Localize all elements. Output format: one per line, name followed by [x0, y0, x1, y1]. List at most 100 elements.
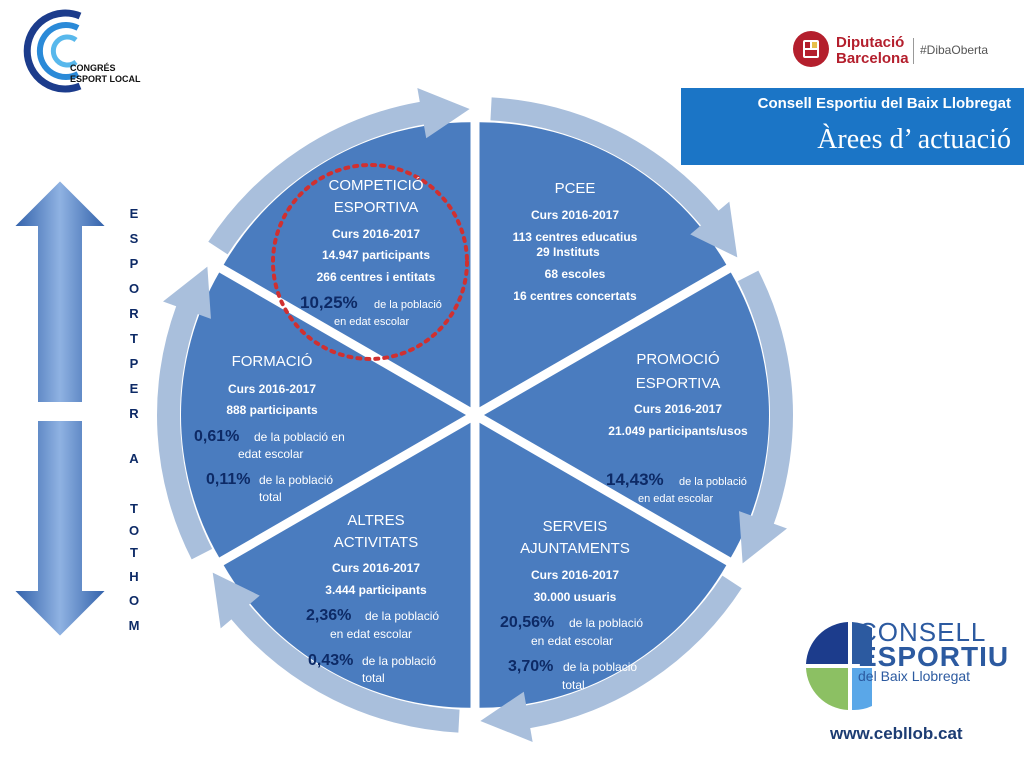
serveis-pct-2-text-2: total	[562, 678, 585, 692]
consell-esportiu-logo-icon	[806, 622, 872, 711]
vertical-letter: T	[130, 501, 138, 516]
segments-layer	[157, 88, 793, 742]
logo-divider	[913, 38, 914, 64]
formacio-pct-2-text: de la població	[259, 473, 333, 487]
promocio-participants: 21.049 participants/usos	[608, 424, 748, 438]
vertical-letter: E	[130, 381, 139, 396]
altres-pct-1: 2,36%	[306, 607, 351, 624]
arrow-up-icon	[10, 178, 110, 404]
congres-arc-outer	[23, 9, 82, 93]
altres-curs: Curs 2016-2017	[332, 561, 420, 575]
segment-altres	[223, 422, 471, 708]
congres-logo-line1: CONGRÉS	[70, 63, 116, 73]
highlight-circle	[271, 163, 469, 361]
diputacio-logo-line1: Diputació	[836, 34, 905, 51]
arrow-down-icon	[10, 419, 110, 639]
esport-per-tothom-column: E S P O R T P E R A T O T H O M	[10, 178, 140, 639]
vertical-letter: O	[129, 281, 139, 296]
competicio-title-2: ESPORTIVA	[334, 199, 418, 216]
diputacio-logo-line2: Barcelona	[836, 50, 909, 67]
altres-participants: 3.444 participants	[325, 583, 427, 597]
formacio-pct-2: 0,11%	[206, 471, 250, 488]
pcee-instituts: 29 Instituts	[536, 245, 600, 259]
formacio-participants: 888 participants	[226, 403, 318, 417]
altres-title-2: ACTIVITATS	[334, 534, 418, 551]
promocio-pct: 14,43%	[606, 470, 664, 489]
formacio-curs: Curs 2016-2017	[228, 382, 316, 396]
segment-formacio	[181, 272, 466, 558]
vertical-letter: H	[129, 569, 138, 584]
altres-title-1: ALTRES	[347, 512, 404, 529]
competicio-participants: 14.947 participants	[322, 248, 430, 262]
congres-logo-line2: ESPORT LOCAL	[70, 74, 141, 84]
vertical-letter: R	[129, 306, 139, 321]
altres-pct-2-text-2: total	[362, 671, 385, 685]
competicio-centres: 266 centres i entitats	[317, 270, 436, 284]
serveis-usuaris: 30.000 usuaris	[534, 590, 617, 604]
formacio-pct-1-text: de la població en	[254, 430, 345, 444]
vertical-letter: E	[130, 206, 139, 221]
segment-serveis	[479, 422, 727, 708]
cycle-arrow-promocio	[737, 270, 793, 564]
segment-competicio	[223, 122, 471, 408]
page-title: Àrees d’ actuació	[817, 124, 1011, 155]
serveis-pct-1-text-2: en edat escolar	[531, 634, 613, 648]
hashtag-label: #DibaOberta	[920, 43, 989, 57]
pcee-curs: Curs 2016-2017	[531, 208, 619, 222]
serveis-pct-2: 3,70%	[508, 658, 553, 675]
serveis-title-2: AJUNTAMENTS	[520, 540, 630, 557]
competicio-pct-text-2: en edat escolar	[334, 316, 410, 328]
vertical-letter: P	[130, 256, 139, 271]
vertical-letter: T	[130, 545, 138, 560]
cycle-arrow-pcee	[490, 97, 738, 258]
serveis-pct-1: 20,56%	[500, 614, 554, 631]
vertical-letter: M	[129, 618, 140, 633]
consell-logo-line3: del Baix Llobregat	[858, 668, 971, 684]
altres-pct-1-text: de la població	[365, 609, 439, 623]
consell-logo-line1: CONSELL	[858, 617, 987, 647]
pcee-centres: 113 centres educatius	[513, 230, 638, 244]
pcee-title: PCEE	[555, 180, 596, 197]
vertical-letter: P	[130, 356, 139, 371]
formacio-pct-1-text-2: edat escolar	[238, 447, 303, 461]
vertical-letter: A	[129, 451, 139, 466]
header-banner	[681, 88, 1024, 165]
formacio-pct-2-text-2: total	[259, 490, 282, 504]
vertical-letter: R	[129, 406, 139, 421]
promocio-curs: Curs 2016-2017	[634, 402, 722, 416]
promocio-title-1: PROMOCIÓ	[636, 351, 719, 368]
serveis-pct-1-text: de la població	[569, 616, 643, 630]
consell-logo-line2: ESPORTIU	[858, 641, 1010, 672]
vertical-letter: S	[130, 231, 139, 246]
vertical-letter: O	[129, 523, 139, 538]
pcee-concertats: 16 centres concertats	[513, 289, 637, 303]
promocio-pct-text-2: en edat escolar	[638, 493, 714, 505]
formacio-title: FORMACIÓ	[232, 353, 313, 370]
cycle-arrow-formacio	[157, 266, 213, 560]
website-link[interactable]: www.cebllob.cat	[830, 724, 963, 743]
header-subtitle: Consell Esportiu del Baix Llobregat	[757, 95, 1011, 112]
vertical-letter: T	[130, 331, 138, 346]
serveis-title-1: SERVEIS	[543, 518, 608, 535]
segment-pcee	[479, 122, 727, 408]
serveis-curs: Curs 2016-2017	[531, 568, 619, 582]
pcee-escoles: 68 escoles	[545, 267, 606, 281]
competicio-title-1: COMPETICIÓ	[328, 177, 423, 194]
competicio-curs: Curs 2016-2017	[332, 227, 420, 241]
formacio-pct-1: 0,61%	[194, 428, 239, 445]
vertical-letter: O	[129, 593, 139, 608]
promocio-title-2: ESPORTIVA	[636, 375, 720, 392]
congres-logo	[23, 9, 82, 93]
segment-promocio	[484, 272, 770, 558]
competicio-pct: 10,25%	[300, 293, 358, 312]
competicio-pct-text: de la població	[374, 299, 442, 311]
cycle-arrow-competicio	[208, 88, 470, 255]
cycle-arrow-altres	[212, 572, 460, 733]
congres-arc-middle	[36, 22, 80, 80]
altres-pct-2-text: de la població	[362, 654, 436, 668]
promocio-pct-text: de la població	[679, 476, 747, 488]
congres-arc-inner	[50, 34, 78, 68]
serveis-pct-2-text: de la població	[563, 660, 637, 674]
altres-pct-1-text-2: en edat escolar	[330, 627, 412, 641]
